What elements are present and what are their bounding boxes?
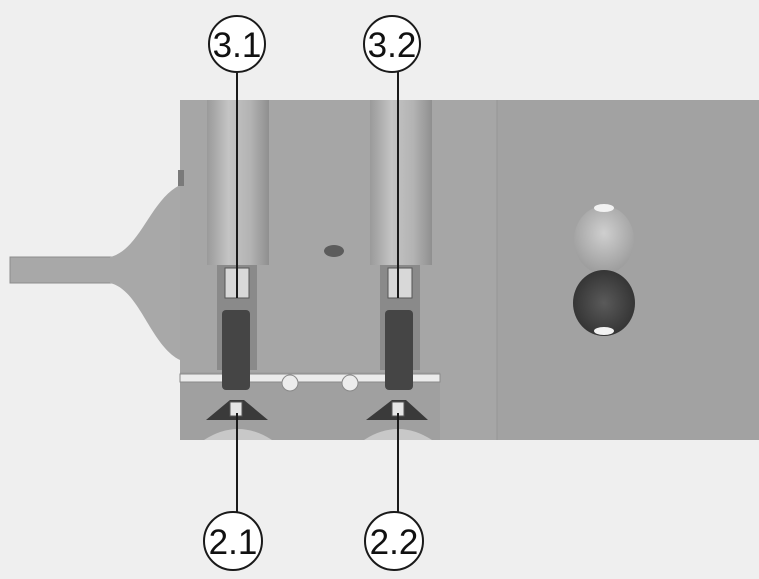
leader-lines bbox=[236, 68, 399, 512]
callout-3-1: 3.1 bbox=[208, 15, 266, 73]
callout-2-2: 2.2 bbox=[364, 511, 424, 571]
screw-right bbox=[385, 310, 413, 390]
callout-label: 2.1 bbox=[209, 523, 258, 562]
screw-left bbox=[222, 310, 250, 390]
callout-2-1: 2.1 bbox=[203, 511, 263, 571]
bore-right bbox=[364, 100, 432, 440]
callout-label: 2.2 bbox=[370, 523, 419, 562]
side-holes bbox=[573, 204, 635, 336]
callout-label: 3.2 bbox=[368, 26, 417, 65]
callout-3-2: 3.2 bbox=[363, 15, 421, 73]
callout-label: 3.1 bbox=[213, 26, 262, 65]
housing bbox=[9, 100, 759, 440]
